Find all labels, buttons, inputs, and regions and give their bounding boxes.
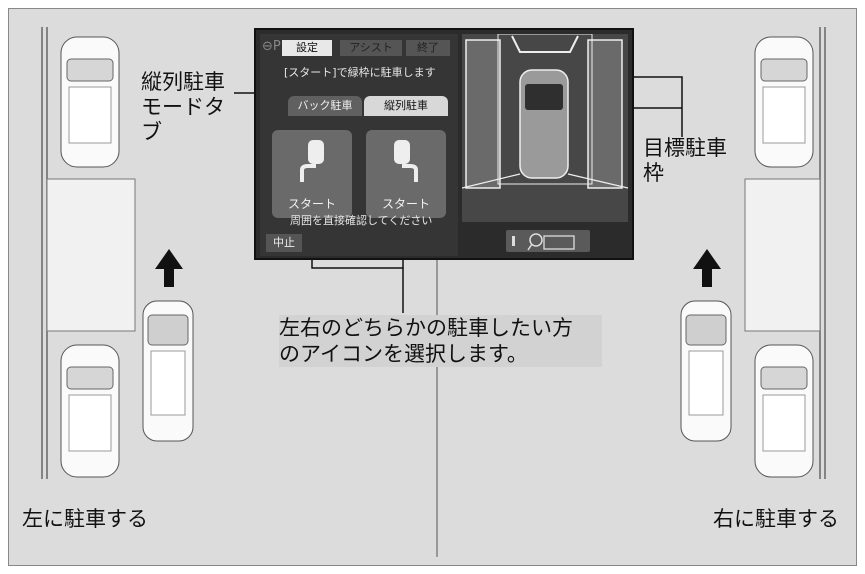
camera-controls	[462, 226, 628, 256]
own-car-left	[142, 300, 194, 442]
parked-car-left-bottom	[60, 344, 120, 478]
magnifier-view-icon	[512, 233, 575, 251]
parked-car-left-top	[60, 36, 120, 168]
camera-view-toggle[interactable]	[506, 230, 590, 252]
parked-car-right-top	[754, 36, 814, 168]
start-right-label: スタート	[381, 197, 430, 211]
parallel-parking-tab[interactable]: 縦列駐車	[364, 96, 448, 116]
start-left-label: スタート	[287, 197, 336, 211]
parking-assist-screen: ⊖P 設定 アシスト 終了 [スタート]で緑枠に駐車します バック駐車 縦列駐車…	[254, 28, 634, 260]
label-line: 目標駐車	[643, 136, 727, 160]
parking-scene	[41, 27, 826, 557]
tab-end[interactable]: 終了	[406, 40, 450, 56]
label-line: 縦列駐車	[141, 70, 225, 94]
label-line: 枠	[643, 160, 664, 185]
back-parking-tab[interactable]: バック駐車	[288, 96, 362, 116]
tab-setting[interactable]: 設定	[282, 40, 332, 56]
label-line: ブ	[141, 119, 162, 144]
safety-warning: 周囲を直接確認してください	[290, 214, 433, 227]
park-right-label: 右に駐車する	[713, 507, 839, 531]
park-left-label: 左に駐車する	[22, 507, 148, 531]
own-car-right	[680, 300, 732, 442]
target-frame-label: 目標駐車 枠	[643, 136, 727, 186]
forward-arrow-icon	[693, 249, 721, 287]
screen-hint: [スタート]で緑枠に駐車します	[284, 66, 436, 79]
tab-assist[interactable]: アシスト	[340, 40, 402, 56]
label-line: モードタ	[141, 94, 225, 119]
parking-left-icon	[300, 140, 324, 182]
start-left-button[interactable]: スタート	[272, 130, 352, 218]
start-right-button[interactable]: スタート	[366, 130, 446, 218]
camera-view	[461, 33, 629, 222]
parked-car-right-bottom	[754, 344, 814, 478]
forward-arrow-icon	[155, 249, 183, 287]
parallel-mode-tab-label: 縦列駐車 モードタ ブ	[141, 70, 225, 144]
instruction-callout: 左右のどちらかの駐車したい方 のアイコンを選択します。	[279, 315, 602, 367]
parking-right-icon	[394, 140, 418, 182]
parking-p-icon: ⊖P	[262, 39, 281, 54]
top-view-image	[461, 33, 629, 222]
instruction-line: 左右のどちらかの駐車したい方	[279, 316, 573, 340]
instruction-line: のアイコンを選択します。	[279, 342, 528, 366]
screen-control-panel: ⊖P 設定 アシスト 終了 [スタート]で緑枠に駐車します バック駐車 縦列駐車…	[260, 34, 458, 256]
stop-button[interactable]: 中止	[266, 234, 302, 252]
